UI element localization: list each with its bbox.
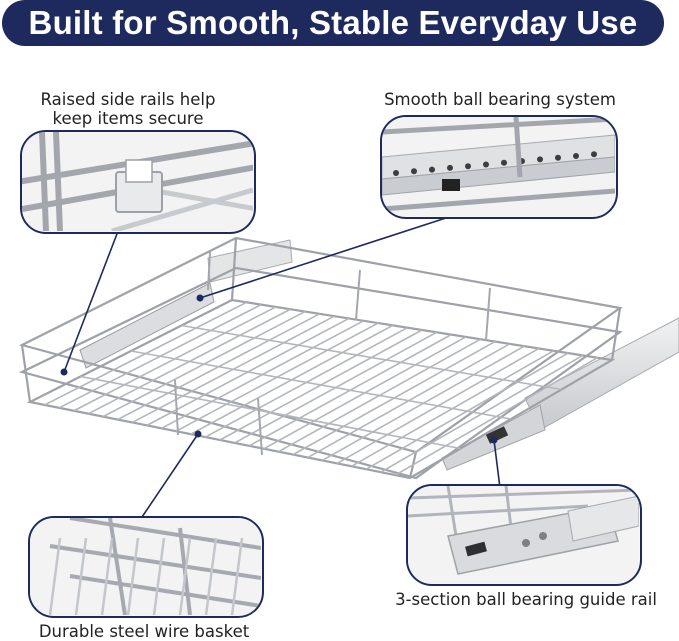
side-rail-closeup (20, 130, 256, 234)
steel-wire (230, 537, 244, 615)
steel-wire (100, 537, 114, 615)
callout-side-rails-line1: Raised side rails help (40, 90, 216, 109)
callout-steel-wire-line1: Durable steel wire basket (38, 622, 250, 641)
callout-steel-wire-label: Durable steel wire basket (24, 622, 264, 641)
steel-wire (178, 537, 192, 615)
ball-bearing-closeup (380, 115, 618, 219)
callout-side-rails-label: Raised side rails help keep items secure (20, 90, 236, 128)
page-title: Built for Smooth, Stable Everyday Use (28, 4, 638, 41)
basket-crossbar (80, 375, 461, 450)
steel-wire-closeup (28, 516, 264, 618)
bearing-ball (573, 153, 579, 159)
bearing-ball (501, 159, 507, 166)
steel-wire (204, 537, 218, 615)
bearing-ball (591, 151, 597, 158)
basket-crossbar (181, 324, 562, 391)
bearing-ball (537, 156, 543, 163)
header-banner: Built for Smooth, Stable Everyday Use (2, 0, 664, 46)
callout-side-rails-line2: keep items secure (52, 109, 204, 128)
bearing-ball (447, 164, 453, 171)
steel-wire (152, 537, 166, 615)
steel-wire (48, 537, 62, 615)
callout-guide-rail-label: 3-section ball bearing guide rail (378, 590, 674, 609)
bearing-ball (393, 170, 399, 176)
callout-ball-bearing-label: Smooth ball bearing system (368, 90, 632, 109)
guide-rail-closeup (406, 484, 642, 586)
bearing-ball (411, 168, 417, 175)
basket-crossbar (130, 350, 512, 420)
bearing-ball (555, 154, 561, 161)
callout-guide-rail-line1: 3-section ball bearing guide rail (395, 590, 657, 609)
callout-ball-bearing-line1: Smooth ball bearing system (384, 90, 616, 109)
bearing-ball (465, 163, 471, 170)
steel-wire (126, 537, 140, 615)
bearing-ball (429, 166, 435, 173)
steel-wire (74, 537, 88, 615)
bearing-ball (483, 161, 489, 168)
